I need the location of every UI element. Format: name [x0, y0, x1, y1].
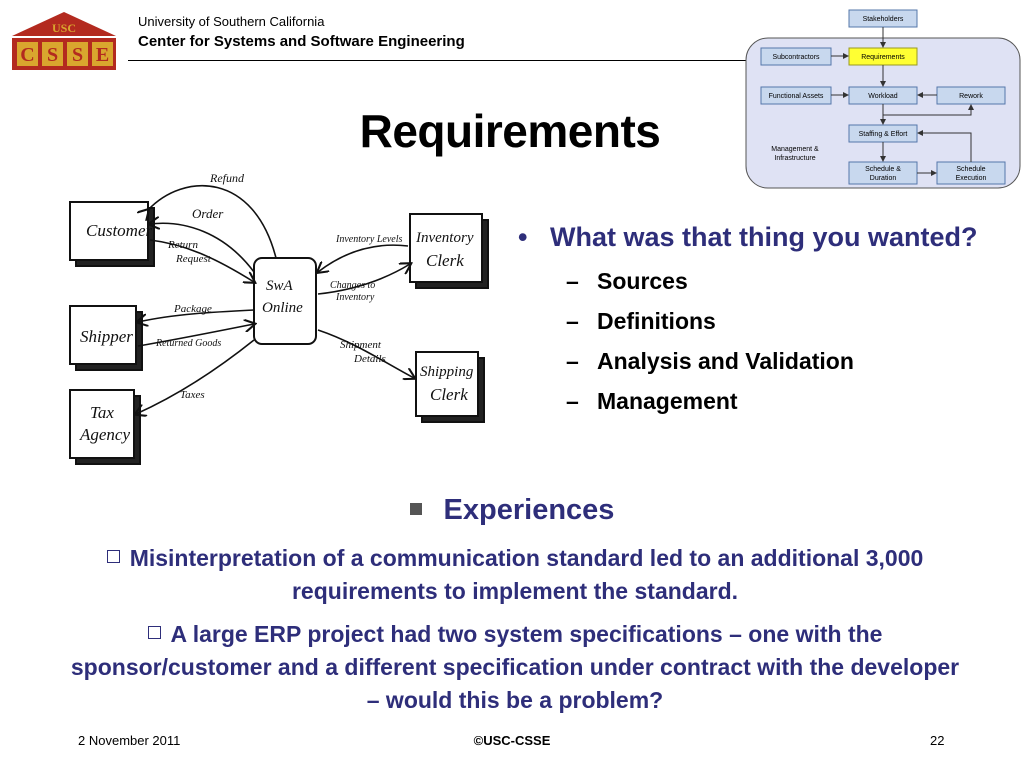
sketch-flow-label: Shipment	[340, 339, 382, 351]
sketch-label: Agency	[79, 425, 130, 444]
experience-item: Misinterpretation of a communication sta…	[70, 542, 960, 608]
sketch-flow-label: Package	[173, 303, 212, 315]
bullet-list: •What was that thing you wanted? –Source…	[510, 220, 980, 421]
header-divider	[128, 60, 748, 61]
logo-letter: E	[96, 44, 109, 66]
requirements-flow-diagram: Stakeholders Subcontractors Requirements…	[745, 9, 1021, 189]
flow-label: Schedule	[956, 166, 985, 173]
flow-label: Execution	[956, 175, 987, 182]
sketch-label: Shipping	[420, 364, 474, 380]
flow-label: Staffing & Effort	[859, 131, 908, 138]
sketch-label: Online	[262, 300, 303, 316]
logo-letter: S	[72, 44, 83, 66]
sketch-label: Customer	[86, 221, 153, 240]
flow-label: Workload	[868, 93, 898, 100]
flow-label: Rework	[959, 93, 983, 100]
flow-note: Management &	[771, 146, 819, 153]
sketch-flow-label: Inventory	[335, 292, 375, 303]
flow-label: Functional Assets	[769, 93, 824, 100]
hand-drawn-context-diagram: Customer Shipper Tax Agency Inventory Cl…	[69, 171, 489, 465]
experience-item: A large ERP project had two system speci…	[70, 621, 960, 713]
flow-note: Infrastructure	[774, 155, 815, 162]
experiences-heading: Experiences	[0, 494, 1024, 527]
page-number: 22	[930, 733, 945, 748]
sub-bullet: –Analysis and Validation	[566, 348, 854, 374]
sub-bullet: –Sources	[566, 268, 688, 294]
flow-label: Requirements	[861, 54, 905, 61]
sketch-flow-label: Refund	[209, 171, 245, 185]
logo-letter: S	[47, 44, 58, 66]
flow-label: Schedule &	[865, 166, 901, 173]
center-name: Center for Systems and Software Engineer…	[138, 33, 465, 50]
sketch-box-shipping-clerk	[415, 351, 479, 417]
sketch-flow-label: Taxes	[180, 389, 205, 401]
sketch-box-shipper	[69, 305, 137, 365]
square-bullet-icon	[409, 503, 422, 515]
sketch-flow-label: Details	[353, 353, 386, 365]
sketch-label: Shipper	[80, 327, 133, 346]
hollow-square-bullet-icon	[147, 626, 161, 639]
sketch-flow-label: Request	[175, 253, 212, 265]
footer-date: 2 November 2011	[78, 733, 181, 748]
sketch-label: Clerk	[430, 385, 468, 404]
logo-letter: C	[20, 44, 34, 66]
sketch-box-swa-online	[253, 257, 317, 345]
sketch-flow-label: Returned Goods	[155, 338, 221, 349]
sketch-box-inventory-clerk	[409, 213, 483, 283]
sub-bullet: –Management	[566, 388, 738, 414]
university-name: University of Southern California	[138, 14, 325, 29]
sketch-label: Inventory	[415, 230, 474, 246]
sketch-flow-label: Order	[192, 206, 224, 221]
sketch-flow-label: Changes to	[330, 280, 375, 291]
sketch-label: SwA	[266, 278, 294, 294]
logo-top-text: USC	[52, 21, 76, 35]
sketch-box-customer	[69, 201, 149, 261]
sketch-flow-label: Return	[167, 239, 198, 251]
flow-label: Duration	[870, 175, 897, 182]
hollow-square-bullet-icon	[106, 550, 120, 563]
sketch-label: Clerk	[426, 251, 464, 270]
flow-label: Subcontractors	[772, 54, 820, 61]
sub-bullet: –Definitions	[566, 308, 716, 334]
sketch-box-tax-agency	[69, 389, 135, 459]
footer-copyright: ©USC-CSSE	[473, 733, 551, 748]
main-bullet: •What was that thing you wanted?	[518, 222, 978, 252]
flow-label: Stakeholders	[863, 16, 904, 23]
sketch-flow-label: Inventory Levels	[335, 234, 402, 245]
sketch-label: Tax	[90, 403, 114, 422]
usc-csse-logo: USC C S S E	[12, 12, 116, 70]
slide-title: Requirements	[359, 105, 661, 157]
